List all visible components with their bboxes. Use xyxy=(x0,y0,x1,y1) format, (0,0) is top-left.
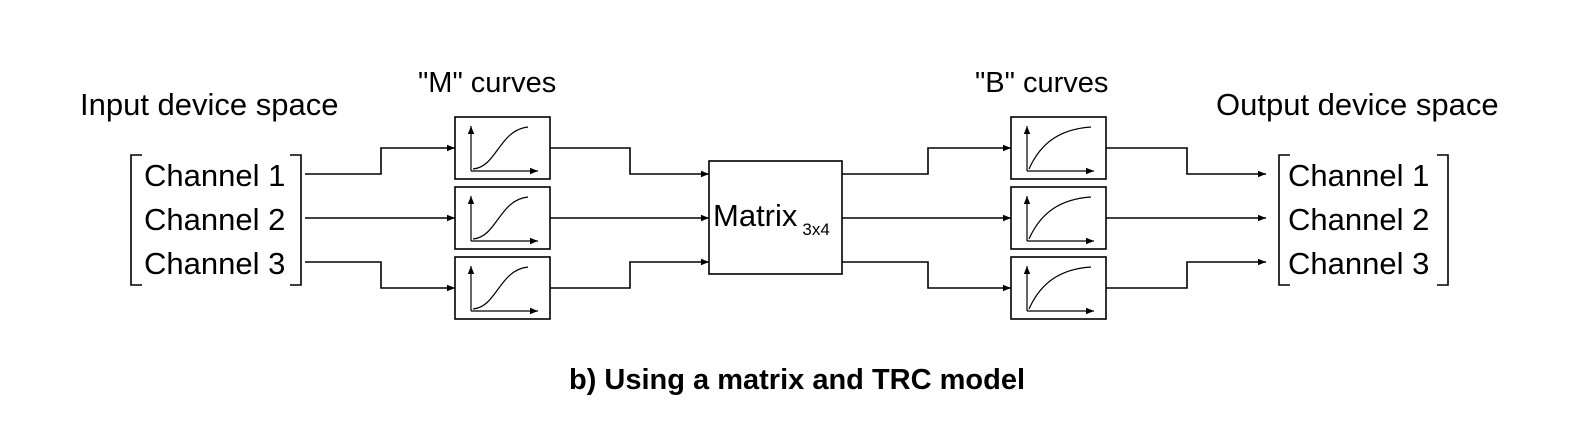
m-curve-box-1 xyxy=(454,116,551,180)
arrow-b1-to-output xyxy=(1106,147,1266,178)
m-curve-box-2 xyxy=(454,186,551,250)
m-curve-box-3 xyxy=(454,256,551,320)
output-channel-3: Channel 3 xyxy=(1288,246,1429,281)
arrow-matrix-to-b3 xyxy=(842,261,1011,292)
arrow-m1-to-matrix xyxy=(550,147,709,178)
input-space-title: Input device space xyxy=(80,87,339,122)
concave-curve-icon xyxy=(1023,266,1094,315)
sigmoid-curve-icon xyxy=(467,126,538,175)
b-curve-box-1 xyxy=(1010,116,1107,180)
m-curves-label: "M" curves xyxy=(418,67,556,99)
diagram-caption: b) Using a matrix and TRC model xyxy=(569,364,1025,396)
input-channel-3: Channel 3 xyxy=(144,246,285,281)
sigmoid-curve-icon xyxy=(467,196,538,245)
input-channel-2: Channel 2 xyxy=(144,202,285,237)
matrix-label-text: Matrix xyxy=(713,198,798,233)
matrix-box xyxy=(708,160,843,275)
arrow-input3-to-m3 xyxy=(305,261,455,292)
arrow-b3-to-output xyxy=(1106,258,1266,289)
arrow-matrix-to-b1 xyxy=(842,144,1011,175)
input-bracket xyxy=(130,154,302,286)
arrow-input1-to-m1 xyxy=(305,144,455,175)
output-channel-2: Channel 2 xyxy=(1288,202,1429,237)
output-space-title: Output device space xyxy=(1216,87,1499,122)
b-curve-box-3 xyxy=(1010,256,1107,320)
b-curves-label: "B" curves xyxy=(975,67,1108,99)
matrix-dims: 3x4 xyxy=(802,220,829,239)
sigmoid-curve-icon xyxy=(467,266,538,315)
input-channel-1: Channel 1 xyxy=(144,158,285,193)
concave-curve-icon xyxy=(1023,126,1094,175)
arrow-m3-to-matrix xyxy=(550,258,709,289)
b-curve-box-2 xyxy=(1010,186,1107,250)
output-bracket xyxy=(1278,154,1449,286)
output-channel-1: Channel 1 xyxy=(1288,158,1429,193)
concave-curve-icon xyxy=(1023,196,1094,245)
